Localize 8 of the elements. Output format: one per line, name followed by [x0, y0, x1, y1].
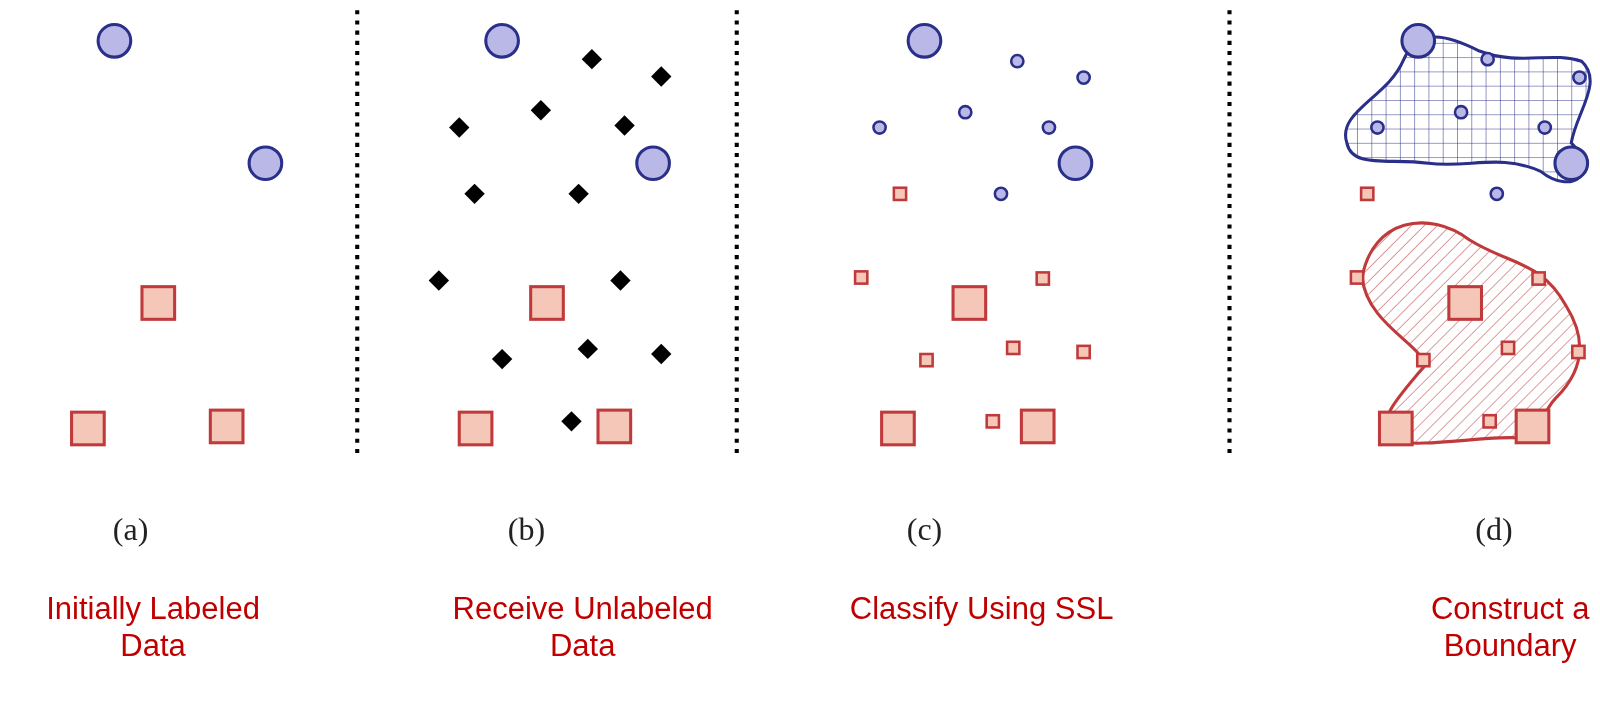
panel-label: (b): [506, 510, 547, 549]
panel-label: (d): [1474, 510, 1514, 549]
caption: Construct a Boundary: [1429, 589, 1591, 665]
caption: Initially Labeled Data: [45, 589, 261, 665]
panel-label: (a): [111, 510, 150, 549]
caption: Receive Unlabeled Data: [451, 589, 714, 665]
panel-label: (c): [905, 510, 944, 549]
caption: Classify Using SSL: [848, 589, 1115, 627]
